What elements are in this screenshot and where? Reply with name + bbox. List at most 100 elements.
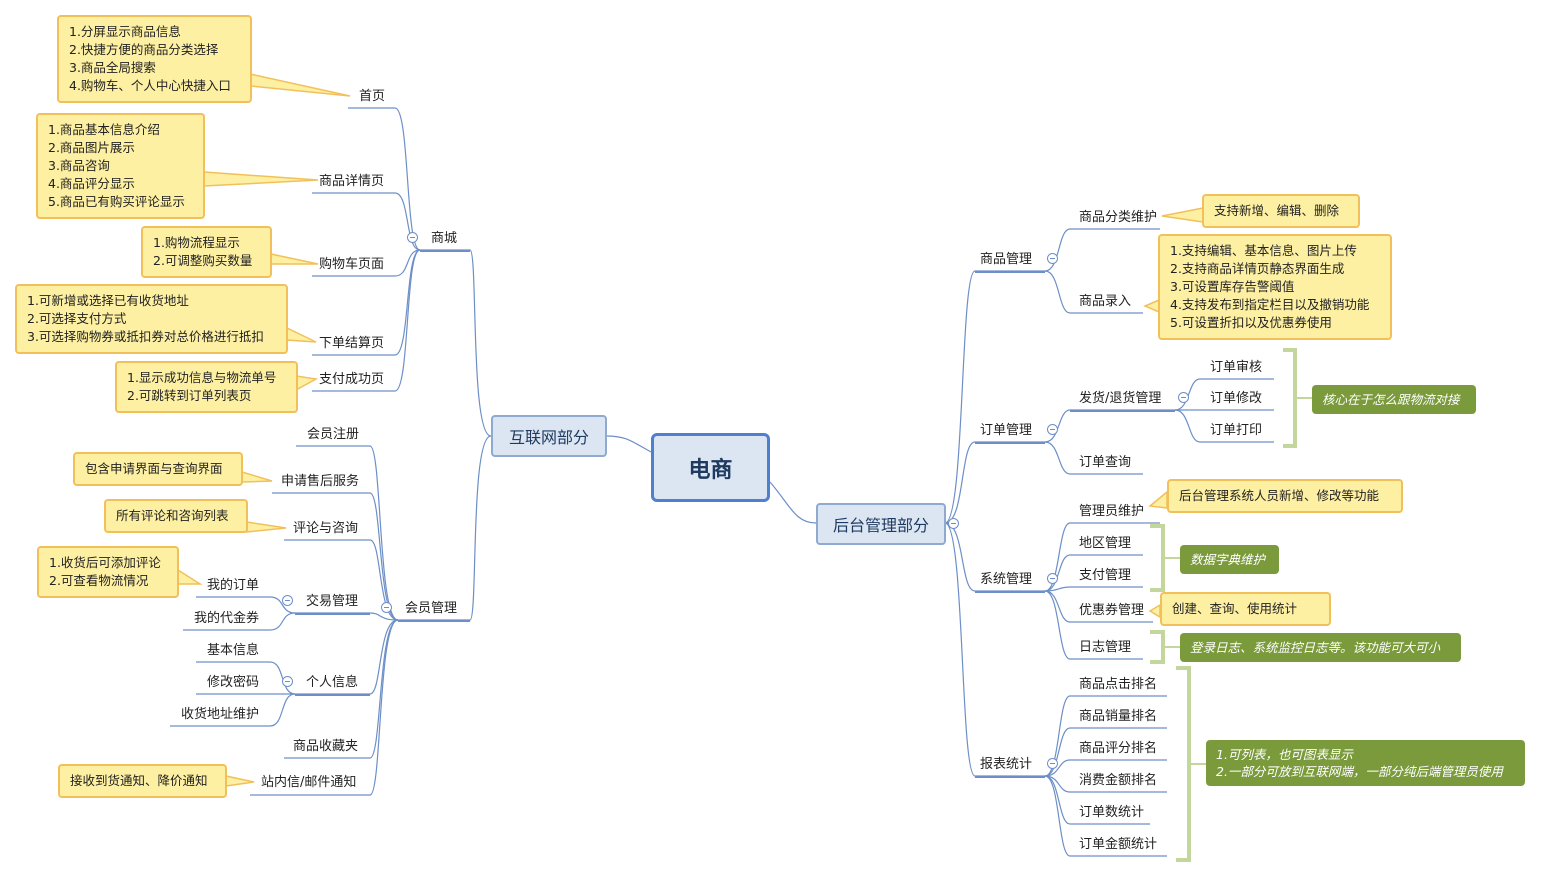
topic-report-spending[interactable]: 消费金额排名 [1079,773,1158,788]
topic-report-sales[interactable]: 商品销量排名 [1079,709,1158,724]
topic-profile[interactable]: 个人信息 [306,675,359,690]
topic-messages[interactable]: 站内信/邮件通知 [261,775,357,790]
note-line: 2.商品图片展示 [48,140,135,155]
topic-report-order-count[interactable]: 订单数统计 [1079,805,1145,820]
topic-category[interactable]: 商品分类维护 [1079,210,1158,225]
note-line: 3.商品全局搜索 [69,60,156,75]
collapse-icon[interactable] [407,232,418,243]
topic-member[interactable]: 会员管理 [405,601,458,616]
topic-order-query[interactable]: 订单查询 [1079,455,1132,470]
topic-log[interactable]: 日志管理 [1079,640,1132,655]
note-line: 2.可调整购买数量 [153,253,253,268]
topic-report-clicks[interactable]: 商品点击排名 [1079,677,1158,692]
topic-review[interactable]: 评论与咨询 [293,521,359,536]
note-line: 1.购物流程显示 [153,235,240,250]
summary-logistics: 核心在于怎么跟物流对接 [1312,385,1476,414]
note-line: 3.可选择购物券或抵扣券对总价格进行抵扣 [27,329,264,344]
note-line: 所有评论和咨询列表 [116,508,229,523]
topic-profile-basic[interactable]: 基本信息 [207,643,260,658]
note-coupon: 创建、查询、使用统计 [1160,592,1331,626]
summary-line: 数据字典维护 [1190,552,1266,567]
note-line: 5.商品已有购买评论显示 [48,194,185,209]
topic-order-edit[interactable]: 订单修改 [1210,391,1263,406]
topic-report-order-amount[interactable]: 订单金额统计 [1079,837,1158,852]
topic-trade[interactable]: 交易管理 [306,594,359,609]
topic-admin[interactable]: 管理员维护 [1079,504,1145,519]
collapse-icon[interactable] [1047,758,1058,769]
summary-reports: 1.可列表，也可图表显示 2.一部分可放到互联网端，一部分纯后端管理员使用 [1206,740,1525,786]
note-line: 2.可跳转到订单列表页 [127,388,252,403]
note-aftersale: 包含申请界面与查询界面 [73,452,243,486]
topic-my-orders[interactable]: 我的订单 [207,578,260,593]
topic-profile-address[interactable]: 收货地址维护 [181,707,260,722]
summary-line: 核心在于怎么跟物流对接 [1322,392,1460,407]
collapse-icon[interactable] [282,676,293,687]
collapse-icon[interactable] [1047,573,1058,584]
topic-aftersale[interactable]: 申请售后服务 [281,474,360,489]
topic-mall[interactable]: 商城 [431,231,458,246]
topic-cart[interactable]: 购物车页面 [319,257,385,272]
note-line: 支持新增、编辑、删除 [1214,203,1340,218]
note-line: 1.显示成功信息与物流单号 [127,370,277,385]
summary-line: 2.一部分可放到互联网端，一部分纯后端管理员使用 [1216,764,1503,779]
collapse-icon[interactable] [381,602,392,613]
note-detail: 1.商品基本信息介绍 2.商品图片展示 3.商品咨询 4.商品评分显示 5.商品… [36,113,205,219]
note-line: 2.可查看物流情况 [49,573,149,588]
topic-order-review[interactable]: 订单审核 [1210,360,1263,375]
summary-dictionary: 数据字典维护 [1180,545,1279,574]
note-cart: 1.购物流程显示 2.可调整购买数量 [141,226,272,278]
branch-internet[interactable]: 互联网部分 [491,415,607,457]
note-line: 2.可选择支付方式 [27,311,127,326]
note-line: 2.支持商品详情页静态界面生成 [1170,261,1345,276]
topic-register[interactable]: 会员注册 [307,427,360,442]
note-line: 包含申请界面与查询界面 [85,461,223,476]
root-topic[interactable]: 电商 [651,433,770,502]
note-category: 支持新增、编辑、删除 [1202,194,1360,228]
note-line: 3.可设置库存告警阈值 [1170,279,1295,294]
summary-log: 登录日志、系统监控日志等。该功能可大可小 [1180,633,1461,662]
summary-line: 1.可列表，也可图表显示 [1216,747,1353,762]
collapse-icon[interactable] [1178,392,1189,403]
topic-home[interactable]: 首页 [359,89,386,104]
topic-payment[interactable]: 支付管理 [1079,568,1132,583]
note-line: 1.分屏显示商品信息 [69,24,181,39]
topic-reports[interactable]: 报表统计 [980,757,1033,772]
note-entry: 1.支持编辑、基本信息、图片上传 2.支持商品详情页静态界面生成 3.可设置库存… [1158,234,1392,340]
note-line: 后台管理系统人员新增、修改等功能 [1179,488,1380,503]
note-home: 1.分屏显示商品信息 2.快捷方便的商品分类选择 3.商品全局搜索 4.购物车、… [57,15,252,103]
note-line: 1.商品基本信息介绍 [48,122,160,137]
topic-profile-password[interactable]: 修改密码 [207,675,260,690]
note-line: 2.快捷方便的商品分类选择 [69,42,219,57]
topic-favorites[interactable]: 商品收藏夹 [293,739,359,754]
topic-region[interactable]: 地区管理 [1079,536,1132,551]
topic-system[interactable]: 系统管理 [980,572,1033,587]
collapse-icon[interactable] [948,518,959,529]
topic-shipping[interactable]: 发货/退货管理 [1079,391,1162,406]
topic-goods[interactable]: 商品管理 [980,252,1033,267]
collapse-icon[interactable] [1047,424,1058,435]
note-line: 4.购物车、个人中心快捷入口 [69,78,231,93]
note-line: 1.支持编辑、基本信息、图片上传 [1170,243,1357,258]
topic-report-ratings[interactable]: 商品评分排名 [1079,741,1158,756]
topic-checkout[interactable]: 下单结算页 [319,336,385,351]
note-line: 4.商品评分显示 [48,176,135,191]
note-checkout: 1.可新增或选择已有收货地址 2.可选择支付方式 3.可选择购物券或抵扣券对总价… [15,284,288,354]
topic-detail[interactable]: 商品详情页 [319,174,385,189]
topic-my-coupons[interactable]: 我的代金券 [194,611,260,626]
topic-orders[interactable]: 订单管理 [980,423,1033,438]
topic-coupon[interactable]: 优惠券管理 [1079,603,1145,618]
note-line: 接收到货通知、降价通知 [70,773,208,788]
branch-backend[interactable]: 后台管理部分 [816,503,946,545]
topic-order-print[interactable]: 订单打印 [1210,423,1263,438]
collapse-icon[interactable] [1047,253,1058,264]
note-messages: 接收到货通知、降价通知 [58,764,227,798]
topic-entry[interactable]: 商品录入 [1079,294,1132,309]
note-paid: 1.显示成功信息与物流单号 2.可跳转到订单列表页 [115,361,298,413]
note-my-orders: 1.收货后可添加评论 2.可查看物流情况 [37,546,179,598]
note-line: 1.可新增或选择已有收货地址 [27,293,189,308]
note-line: 创建、查询、使用统计 [1172,601,1298,616]
topic-paid[interactable]: 支付成功页 [319,372,385,387]
collapse-icon[interactable] [282,595,293,606]
